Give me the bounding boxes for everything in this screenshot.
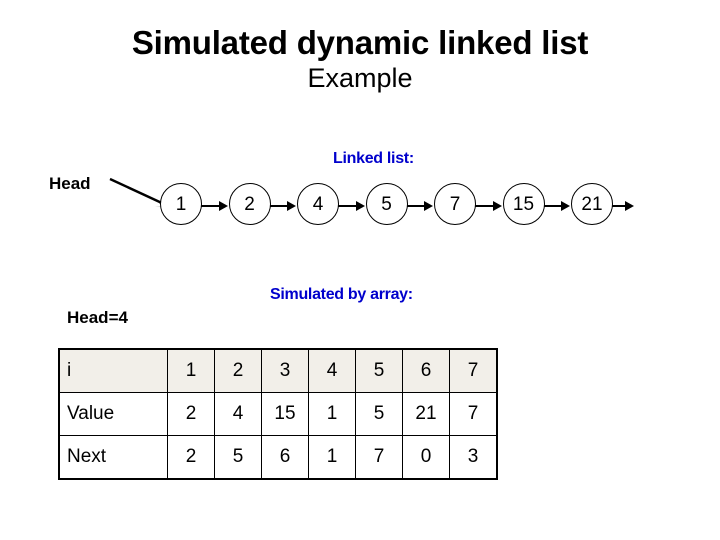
arrow-shaft bbox=[201, 204, 219, 207]
list-node-value: 4 bbox=[312, 193, 324, 215]
arrow-head bbox=[218, 201, 228, 211]
table-cell: 5 bbox=[355, 392, 403, 436]
arrow-head bbox=[355, 201, 365, 211]
list-link-arrow-icon bbox=[338, 201, 365, 211]
table-cell: 0 bbox=[402, 435, 450, 480]
arrow-head bbox=[424, 201, 433, 211]
arrow-head bbox=[492, 201, 502, 211]
table-cell: 7 bbox=[449, 392, 498, 436]
linked-list-caption: Linked list: bbox=[333, 150, 414, 167]
arrow-shaft bbox=[543, 204, 561, 207]
table-cell: 4 bbox=[308, 348, 356, 393]
list-link-arrow-icon bbox=[406, 201, 433, 211]
list-link-arrow-icon bbox=[269, 201, 296, 211]
table-cell: 5 bbox=[214, 435, 262, 480]
list-node-value: 7 bbox=[449, 193, 461, 215]
table-row-value: Value 2 4 15 1 5 21 7 bbox=[58, 392, 498, 436]
table-cell: 5 bbox=[355, 348, 403, 393]
list-link-arrow-icon bbox=[543, 201, 570, 211]
list-node: 7 bbox=[434, 183, 476, 225]
arrow-shaft bbox=[269, 204, 287, 207]
list-node: 4 bbox=[297, 183, 339, 225]
page-subtitle: Example bbox=[307, 63, 413, 93]
table-cell: 3 bbox=[261, 348, 309, 393]
arrow-head bbox=[287, 201, 296, 211]
simulated-array-table: i 1 2 3 4 5 6 7 Value 2 4 15 1 5 21 7 Ne… bbox=[58, 348, 498, 480]
row-label-next: Next bbox=[58, 435, 168, 480]
arrow-shaft bbox=[475, 204, 493, 207]
table-row-index: i 1 2 3 4 5 6 7 bbox=[58, 348, 498, 393]
list-node-value: 2 bbox=[244, 193, 255, 215]
list-link-arrow-icon bbox=[475, 201, 502, 211]
arrow-shaft bbox=[338, 204, 356, 207]
list-node: 5 bbox=[365, 183, 408, 225]
table-cell: 2 bbox=[214, 348, 262, 393]
table-cell: 6 bbox=[402, 348, 450, 393]
table-cell: 4 bbox=[214, 392, 262, 436]
list-node: 2 bbox=[228, 183, 271, 225]
table-cell: 1 bbox=[308, 435, 356, 480]
head-index-label: Head=4 bbox=[67, 308, 128, 327]
page-title: Simulated dynamic linked list bbox=[131, 24, 589, 61]
table-cell: 2 bbox=[167, 435, 215, 480]
arrow-head bbox=[625, 201, 634, 211]
list-node-value: 1 bbox=[175, 193, 187, 215]
table-cell: 21 bbox=[402, 392, 450, 436]
list-link-arrow-icon bbox=[201, 201, 228, 211]
array-view-caption: Simulated by array: bbox=[270, 286, 413, 303]
linked-list-chain: 1 2 4 5 7 15 21 bbox=[160, 183, 660, 233]
table-cell: 3 bbox=[449, 435, 498, 480]
table-cell: 1 bbox=[167, 348, 215, 393]
list-node: 21 bbox=[571, 183, 613, 225]
table-cell: 2 bbox=[167, 392, 215, 436]
table-cell: 7 bbox=[355, 435, 403, 480]
list-terminal-arrow-icon bbox=[612, 201, 634, 211]
head-label: Head bbox=[49, 174, 91, 193]
table-cell: 7 bbox=[449, 348, 498, 393]
arrow-shaft bbox=[612, 204, 625, 207]
arrow-shaft bbox=[406, 204, 424, 207]
table-cell: 15 bbox=[261, 392, 309, 436]
table-cell: 1 bbox=[308, 392, 356, 436]
row-label-value: Value bbox=[58, 392, 168, 436]
list-node-value: 21 bbox=[581, 193, 603, 215]
arrow-head bbox=[561, 201, 570, 211]
list-node: 15 bbox=[502, 183, 545, 225]
list-node-value: 5 bbox=[381, 193, 392, 215]
list-node-value: 15 bbox=[512, 193, 535, 215]
row-label-i: i bbox=[58, 348, 168, 393]
table-cell: 6 bbox=[261, 435, 309, 480]
list-node: 1 bbox=[160, 183, 202, 225]
table-row-next: Next 2 5 6 1 7 0 3 bbox=[58, 435, 498, 480]
